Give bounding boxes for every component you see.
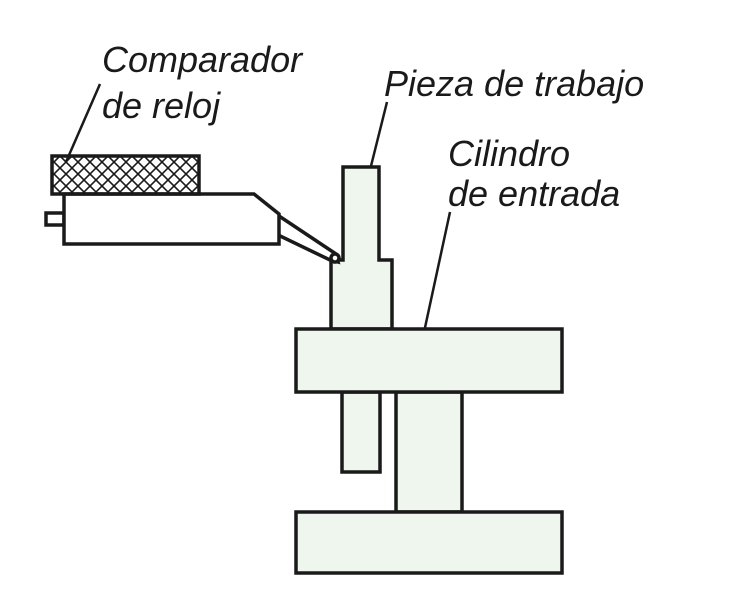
stylus-tip bbox=[329, 252, 341, 264]
input-cylinder-label-line1: Cilindro bbox=[448, 133, 570, 174]
base-plate bbox=[294, 510, 564, 575]
workpiece-leader bbox=[369, 101, 389, 167]
workpiece-label: Pieza de trabajo bbox=[384, 63, 644, 104]
dial-gauge-leader bbox=[64, 83, 102, 163]
dial-gauge-label-line1: Comparador bbox=[102, 39, 304, 80]
support-column bbox=[394, 390, 464, 514]
dial-gauge-label-line2: de reloj bbox=[102, 85, 221, 126]
input-cylinder-label-line2: de entrada bbox=[448, 173, 620, 214]
workpiece-lower-shaft bbox=[340, 390, 382, 474]
dial-gauge-body bbox=[62, 192, 281, 246]
dial-gauge-knurled-head bbox=[50, 154, 201, 196]
workpiece bbox=[329, 165, 394, 331]
dial-gauge-pin bbox=[44, 211, 66, 227]
dial-gauge-stylus bbox=[274, 210, 341, 265]
input-cylinder-plate bbox=[294, 327, 564, 394]
